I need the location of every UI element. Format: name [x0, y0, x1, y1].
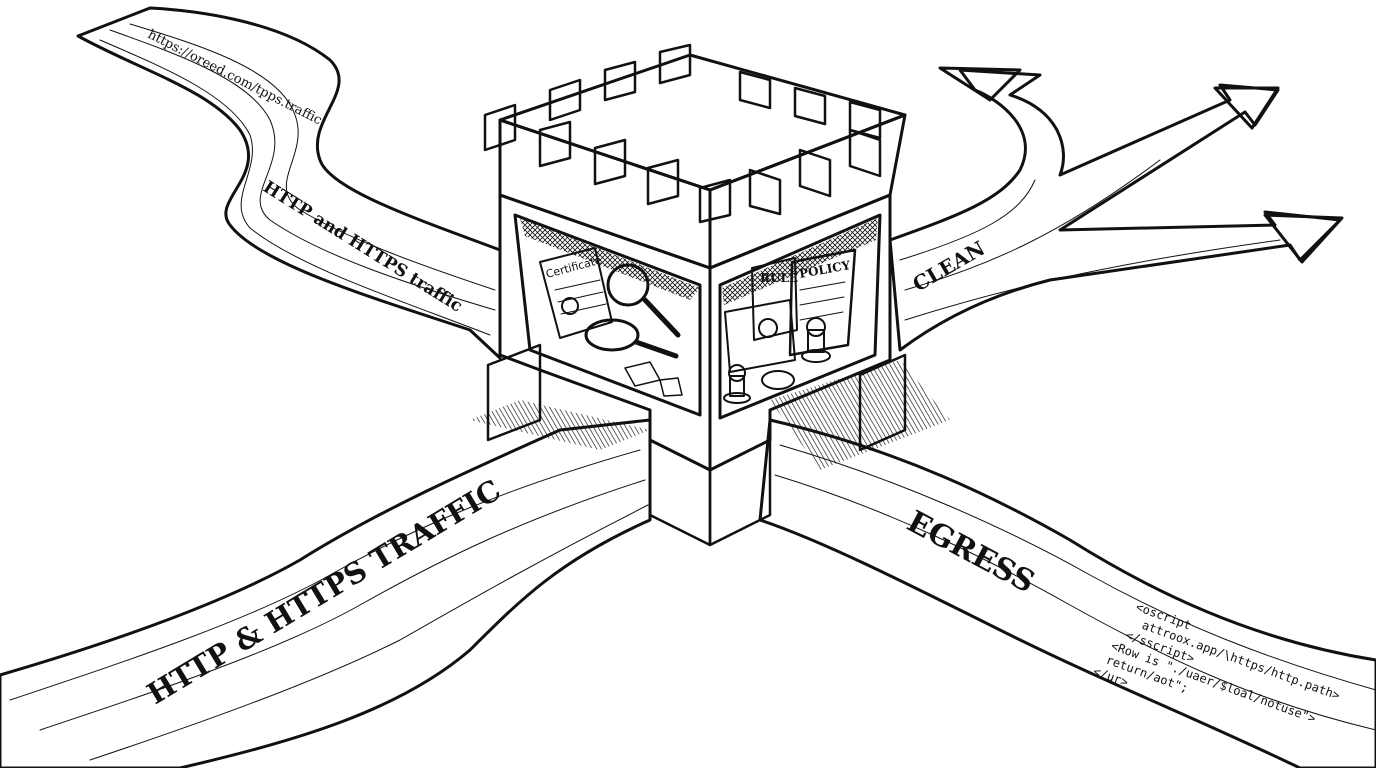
arrow-icon: [1213, 86, 1280, 130]
rulebook-icon: RULE: [751, 257, 798, 341]
stamp-icon: [801, 317, 831, 363]
seal-icon: [724, 299, 796, 373]
seal-icon: [761, 370, 795, 390]
stream-right-clean: [888, 68, 1342, 352]
stream-egress-label: EGRESS: [901, 504, 1040, 600]
stream-url-label: https://oreed.com/tpps.traffic: [145, 27, 324, 128]
magnifier-icon: [584, 318, 679, 359]
stamp-icon: [723, 364, 751, 404]
stream-top-label: HTTP and HTTPS traffic: [259, 177, 465, 316]
rule-label: RULE: [760, 271, 798, 285]
arrow-icon: [1263, 213, 1344, 264]
paper-scrap: [659, 377, 683, 397]
arrow-icon: [938, 66, 1022, 102]
code-snippet: <oscript attroox.app/\https/http.path> <…: [1091, 600, 1341, 726]
certificate-icon: Certificate: [539, 247, 613, 339]
stream-top-left: [76, 6, 502, 360]
firewall-castle: Certificate RULE POLICY: [470, 43, 950, 547]
stream-bottom-label: HTTP & HTTPS TRAFFIC: [141, 473, 507, 711]
magnifier-icon: [606, 263, 681, 338]
stream-bottom-right: [758, 418, 1376, 768]
paper-scrap: [624, 361, 661, 387]
